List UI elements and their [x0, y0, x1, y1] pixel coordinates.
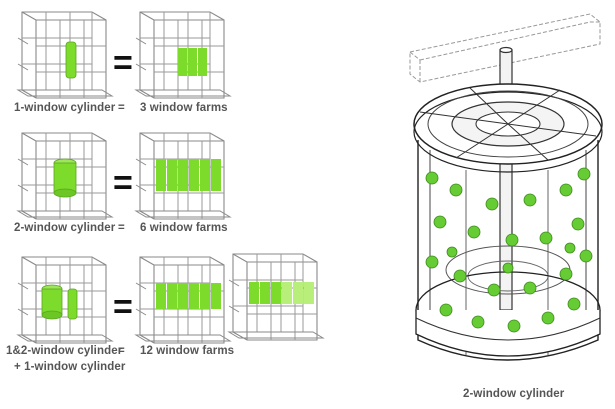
row2-frame-left — [17, 132, 113, 220]
row1-frame-right — [135, 11, 231, 99]
row3-frame-left — [17, 256, 113, 344]
row1-left-label: 1-window cylinder — [14, 102, 116, 114]
row3-eq-label: = — [118, 345, 125, 357]
row2-left-label: 2-window cylinder — [14, 222, 116, 234]
row2-right-label: 6 window farms — [140, 222, 228, 234]
row1-cylinder — [65, 41, 77, 79]
cylinder-caption: 2-window cylinder — [463, 388, 565, 400]
row2-frame-right — [135, 132, 231, 220]
row2-cylinder — [53, 162, 77, 194]
row1-eq-label: = — [118, 102, 125, 114]
equals-sign-row2: = — [113, 164, 133, 202]
cylinder-structure — [409, 13, 603, 361]
row3-left-label-line2: + 1-window cylinder — [14, 361, 126, 373]
row3-cylinder-1 — [67, 288, 78, 320]
equals-sign-row1: = — [113, 44, 133, 82]
row2-eq-label: = — [118, 222, 125, 234]
equals-sign-row3: = — [113, 288, 133, 326]
row3-frame-right — [228, 253, 324, 341]
row3-left-label: 1&2-window cylinder — [6, 345, 123, 357]
row3-frame-middle — [135, 256, 231, 344]
row1-right-label: 3 window farms — [140, 102, 228, 114]
row1-frame-left — [17, 11, 113, 99]
row3-right-label: 12 window farms — [140, 345, 235, 357]
